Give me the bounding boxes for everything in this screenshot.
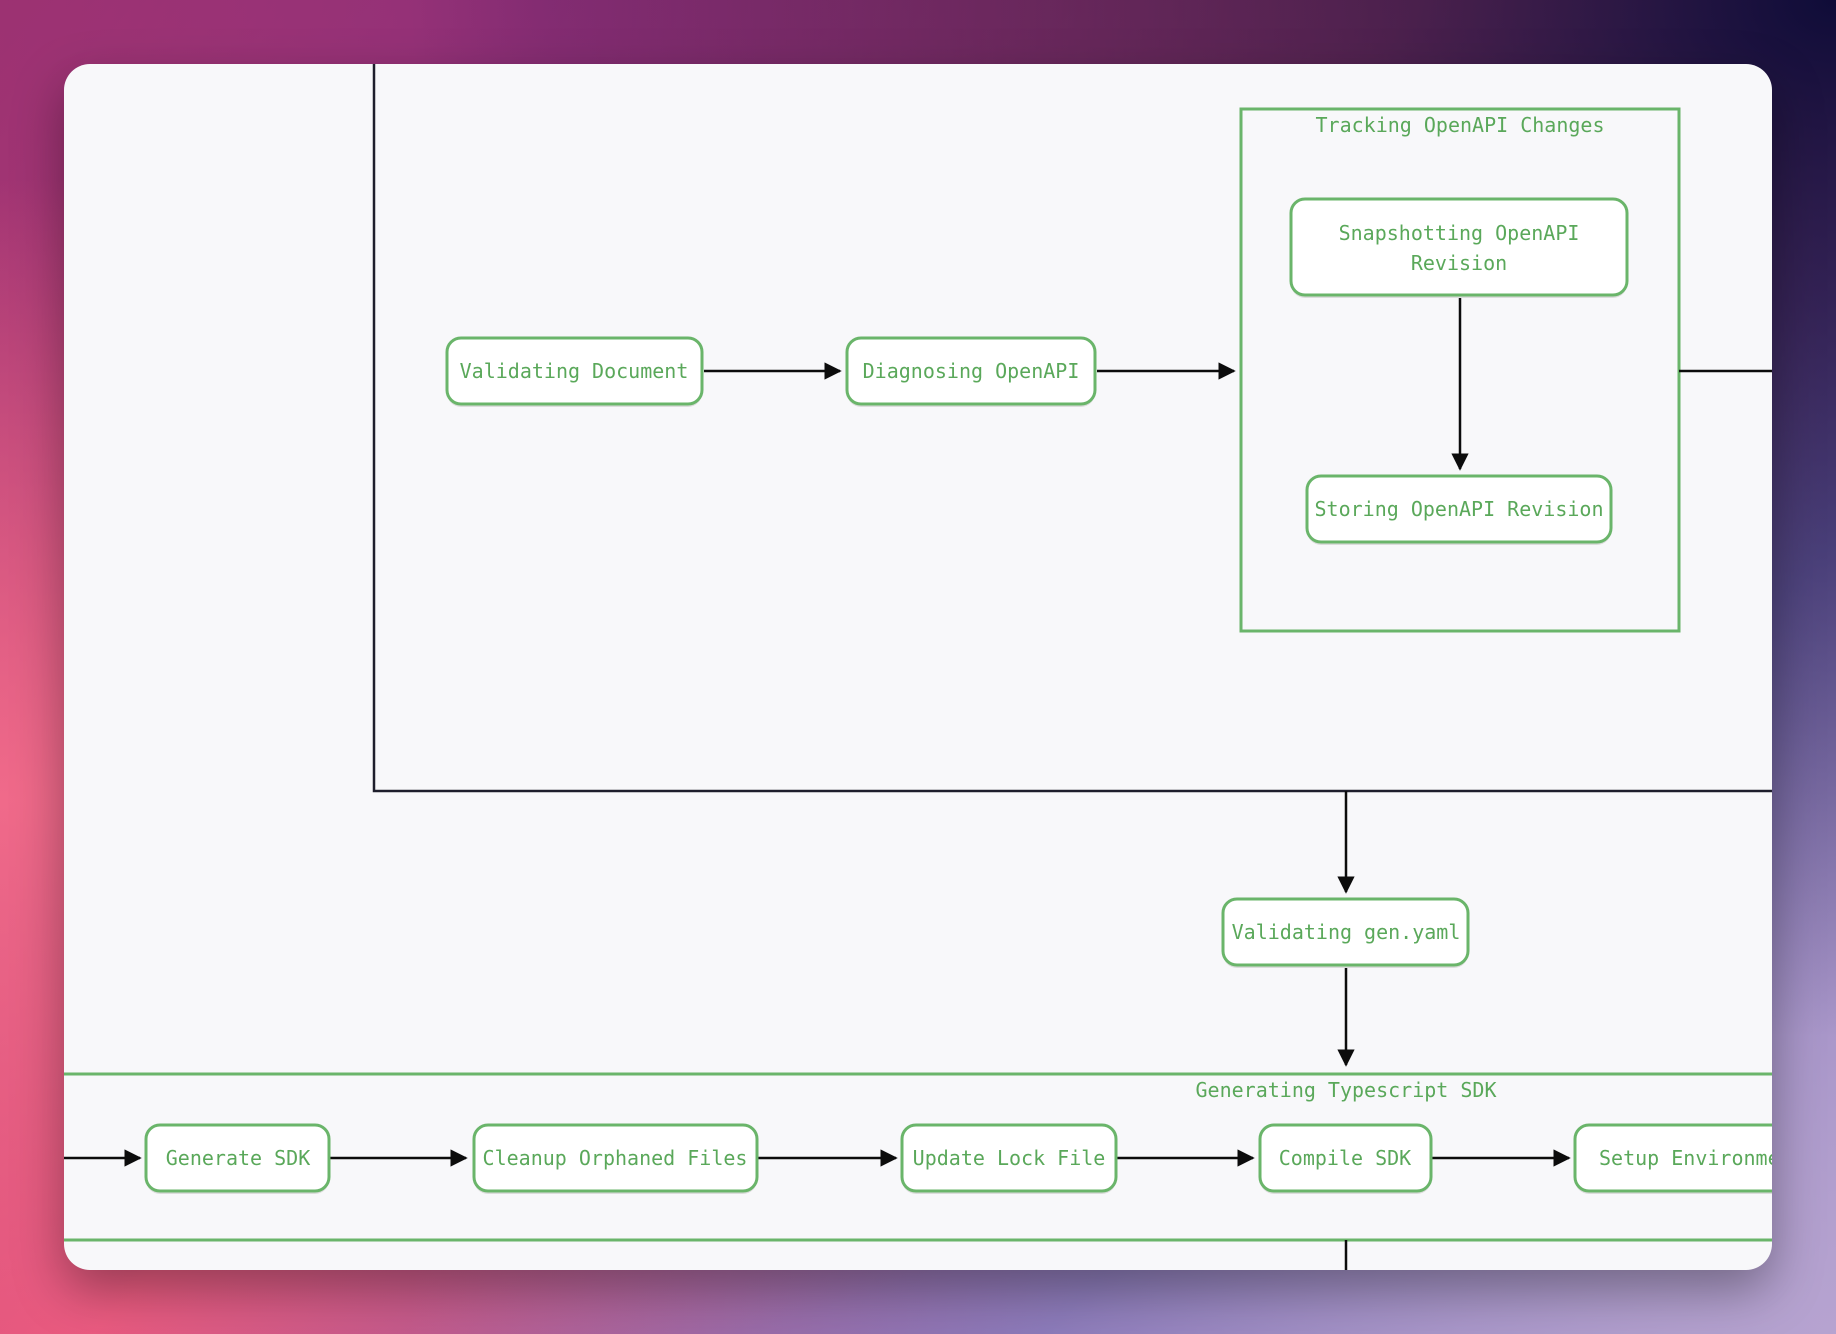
node-setup-environment[interactable]: Setup Environmen: [1573, 1123, 1772, 1194]
node-compile-sdk-label: Compile SDK: [1279, 1146, 1411, 1170]
node-diagnosing-openapi-label: Diagnosing OpenAPI: [863, 359, 1080, 383]
node-setup-environment-label: Setup Environmen: [1599, 1146, 1772, 1170]
outer-container-frame: [372, 64, 1772, 793]
node-validating-gen-yaml-label: Validating gen.yaml: [1232, 920, 1461, 944]
node-update-lock-label: Update Lock File: [913, 1146, 1106, 1170]
node-snapshotting-openapi-revision[interactable]: Snapshotting OpenAPI Revision: [1289, 197, 1629, 298]
node-cleanup-orphaned-files[interactable]: Cleanup Orphaned Files: [472, 1123, 759, 1194]
node-snapshotting-label-line2: Revision: [1411, 251, 1507, 275]
node-cleanup-label: Cleanup Orphaned Files: [483, 1146, 748, 1170]
node-snapshotting-label-line1: Snapshotting OpenAPI: [1339, 221, 1580, 245]
group-generating-typescript-sdk: Generating Typescript SDK: [64, 1072, 1772, 1242]
node-storing-label: Storing OpenAPI Revision: [1315, 497, 1604, 521]
node-validating-document[interactable]: Validating Document: [445, 336, 704, 407]
node-compile-sdk[interactable]: Compile SDK: [1258, 1123, 1433, 1194]
node-storing-openapi-revision[interactable]: Storing OpenAPI Revision: [1305, 474, 1613, 545]
node-update-lock-file[interactable]: Update Lock File: [900, 1123, 1118, 1194]
node-validating-document-label: Validating Document: [460, 359, 689, 383]
group-generating-label: Generating Typescript SDK: [1195, 1078, 1496, 1102]
node-generate-sdk-label: Generate SDK: [166, 1146, 311, 1170]
node-validating-gen-yaml[interactable]: Validating gen.yaml: [1221, 897, 1470, 968]
group-tracking-label: Tracking OpenAPI Changes: [1316, 113, 1605, 137]
flow-diagram: Tracking OpenAPI Changes Generating Type…: [64, 64, 1772, 1270]
node-diagnosing-openapi[interactable]: Diagnosing OpenAPI: [845, 336, 1097, 407]
diagram-window: Tracking OpenAPI Changes Generating Type…: [64, 64, 1772, 1270]
node-generate-sdk[interactable]: Generate SDK: [144, 1123, 331, 1194]
